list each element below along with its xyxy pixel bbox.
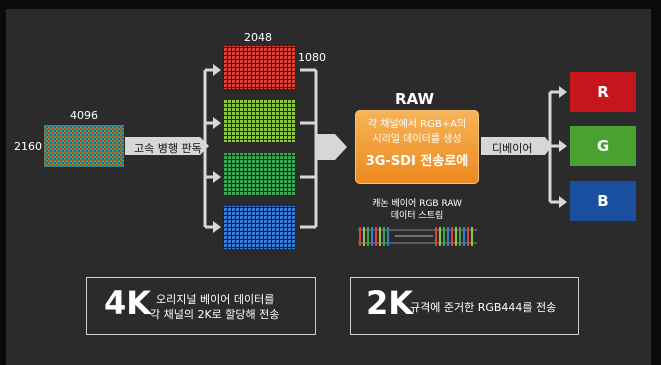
channel-g1 — [223, 99, 295, 142]
output-b: B — [570, 181, 636, 221]
frame-top — [0, 0, 661, 9]
stream-line1: 캐논 베이어 RGB RAW — [372, 199, 462, 209]
output-r: R — [570, 72, 636, 112]
box-4k-big: 4K — [104, 284, 152, 322]
debayer-arrow — [481, 137, 552, 155]
box-4k — [86, 277, 316, 335]
sensor-width-label: 4096 — [70, 109, 98, 122]
channel-b — [223, 206, 295, 249]
split-tree — [203, 68, 214, 229]
output-tree — [548, 90, 560, 204]
channel-width-label: 2048 — [244, 31, 272, 44]
output-g: G — [570, 126, 636, 166]
frame-right — [651, 0, 661, 365]
raw-line2: 시리얼 데이터를 생성 — [372, 134, 462, 145]
frame-left — [0, 0, 6, 365]
split-label: 고속 병행 판독 — [134, 142, 202, 155]
merge-tree — [300, 68, 318, 229]
raw-title: RAW — [395, 90, 435, 108]
stream-line2: 데이터 스트림 — [390, 211, 444, 221]
box-4k-line1: 오리지널 베이어 데이터를 — [156, 293, 275, 306]
debayer-label: 디베이어 — [492, 142, 533, 155]
sensor-height-label: 2160 — [14, 140, 42, 153]
raw-box — [355, 110, 479, 184]
raw-line1: 각 채널에서 RGB+A의 — [367, 119, 467, 130]
box-2k-big: 2K — [366, 284, 414, 322]
channel-g2 — [223, 153, 295, 196]
box-2k — [350, 277, 579, 335]
channel-height-label: 1080 — [298, 51, 326, 64]
data-stream-strip — [358, 227, 477, 246]
raw-line3: 3G-SDI 전송로에 — [365, 154, 469, 169]
merge-arrow — [316, 134, 347, 160]
channel-r — [223, 46, 295, 89]
box-2k-text: 규격에 준거한 RGB444를 전송 — [410, 301, 557, 314]
split-arrow — [125, 137, 209, 155]
bayer-sensor — [44, 125, 124, 167]
box-4k-line2: 각 채널의 2K로 할당해 전송 — [150, 308, 280, 321]
